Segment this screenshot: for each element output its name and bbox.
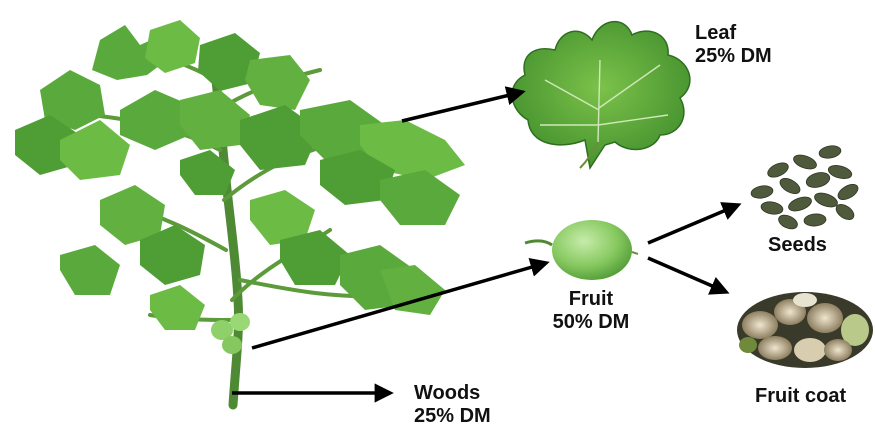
arrow-to-leaf — [402, 92, 522, 121]
seeds-image — [750, 144, 860, 231]
leaf-dm: 25% DM — [695, 45, 772, 68]
fruit-coat-label: Fruit coat — [755, 385, 846, 408]
fruit-coat-name: Fruit coat — [755, 385, 846, 408]
leaf-label: Leaf 25% DM — [695, 22, 772, 68]
woods-dm: 25% DM — [414, 405, 491, 428]
seeds-label: Seeds — [768, 234, 827, 257]
fruit-name: Fruit — [536, 288, 646, 311]
fruit-image — [525, 220, 638, 280]
leaf-name: Leaf — [695, 22, 772, 45]
plant-illustration — [15, 20, 465, 405]
fruit-coat-image — [737, 292, 873, 368]
arrow-to-fruit-coat — [648, 258, 726, 292]
woods-label: Woods 25% DM — [414, 382, 491, 428]
fruit-label: Fruit 50% DM — [536, 288, 646, 334]
fruit-dm: 50% DM — [536, 311, 646, 334]
arrow-to-seeds — [648, 205, 738, 243]
leaf-image — [512, 22, 690, 168]
woods-name: Woods — [414, 382, 491, 405]
seeds-name: Seeds — [768, 234, 827, 257]
